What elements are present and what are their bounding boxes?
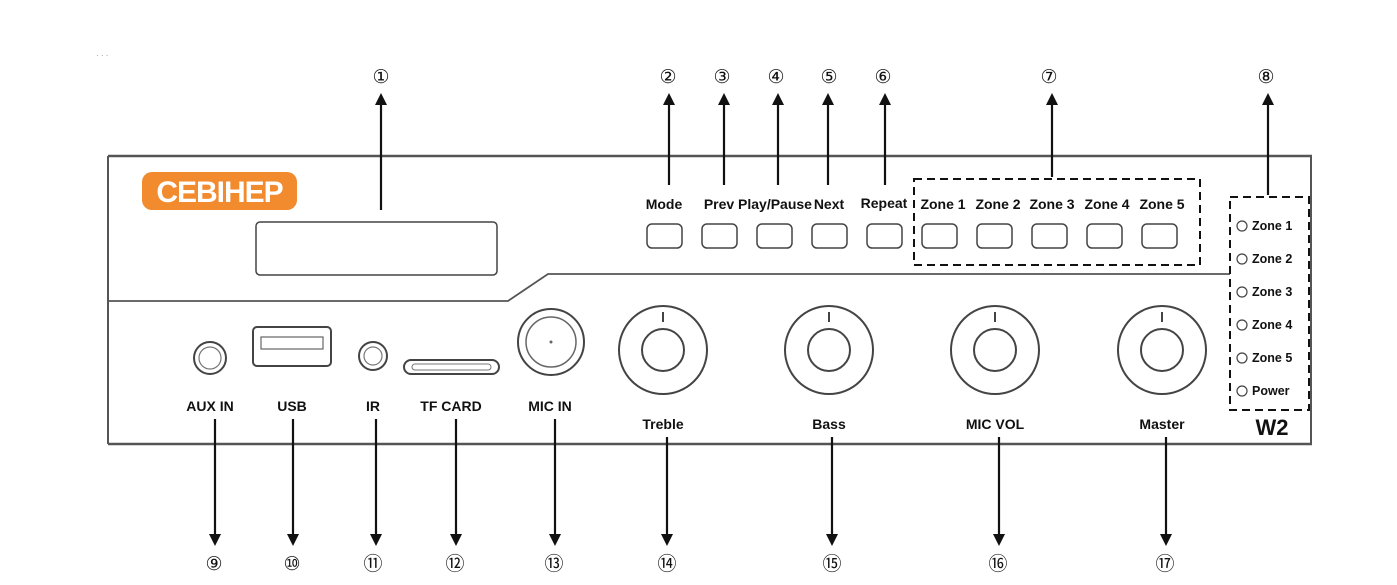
callout-11: ⑪ (363, 553, 382, 575)
prev-button[interactable] (701, 223, 738, 249)
zone-2-led (1236, 253, 1248, 265)
callout-5: ⑤ (820, 66, 837, 88)
zone-1-label: Zone 1 (920, 196, 965, 212)
zone-2-label: Zone 2 (975, 196, 1020, 212)
zone-1-led (1236, 220, 1248, 232)
mic-in-label: MIC IN (528, 398, 572, 414)
play-pause-button[interactable] (756, 223, 793, 249)
repeat-label: Repeat (861, 195, 908, 211)
aux-in-port[interactable] (193, 341, 227, 375)
repeat-button[interactable] (866, 223, 903, 249)
tf-card-slot[interactable] (403, 359, 500, 375)
zone-2-button[interactable] (976, 223, 1013, 249)
callout-4: ④ (767, 66, 784, 88)
callout-6: ⑥ (874, 66, 891, 88)
zone-1-led-label: Zone 1 (1252, 219, 1292, 233)
zone-3-led (1236, 286, 1248, 298)
callout-16: ⑯ (988, 553, 1007, 575)
zone-3-button[interactable] (1031, 223, 1068, 249)
callout-9: ⑨ (205, 553, 222, 575)
prev-label: Prev (704, 196, 735, 212)
mode-button[interactable] (646, 223, 683, 249)
next-button[interactable] (811, 223, 848, 249)
callout-3: ③ (713, 66, 730, 88)
treble-label: Treble (642, 416, 683, 432)
zone-4-led-label: Zone 4 (1252, 318, 1292, 332)
device-body (107, 154, 1312, 446)
display-window (255, 221, 498, 276)
callout-1: ① (372, 66, 389, 88)
zone-3-led-label: Zone 3 (1252, 285, 1292, 299)
zone-4-button[interactable] (1086, 223, 1123, 249)
bass-knob[interactable] (784, 305, 874, 395)
zone-4-label: Zone 4 (1084, 196, 1129, 212)
callout-17: ⑰ (1155, 553, 1174, 575)
model-label: W2 (1256, 415, 1289, 440)
zone-2-led-label: Zone 2 (1252, 252, 1292, 266)
zone-3-label: Zone 3 (1029, 196, 1074, 212)
zone-4-led (1236, 319, 1248, 331)
master-knob[interactable] (1117, 305, 1207, 395)
zone-5-led-label: Zone 5 (1252, 351, 1292, 365)
next-label: Next (814, 196, 845, 212)
play-pause-label: Play/Pause (738, 196, 812, 212)
power-led (1236, 385, 1248, 397)
callout-12: ⑫ (445, 553, 464, 575)
zone-1-button[interactable] (921, 223, 958, 249)
callout-13: ⑬ (544, 553, 563, 575)
power-led-label: Power (1252, 384, 1290, 398)
callout-2: ② (659, 66, 676, 88)
treble-knob[interactable] (618, 305, 708, 395)
master-label: Master (1139, 416, 1185, 432)
logo-badge (142, 172, 297, 210)
zone-5-button[interactable] (1141, 223, 1178, 249)
tf-card-label: TF CARD (420, 398, 481, 414)
callout-15: ⑮ (822, 553, 841, 575)
callout-8: ⑧ (1257, 66, 1274, 88)
callout-7: ⑦ (1040, 66, 1057, 88)
usb-label: USB (277, 398, 307, 414)
callout-14: ⑭ (657, 553, 676, 575)
mic-vol-knob[interactable] (950, 305, 1040, 395)
indicator-group (1229, 196, 1310, 411)
aux-in-label: AUX IN (186, 398, 233, 414)
bass-label: Bass (812, 416, 846, 432)
zone-5-led (1236, 352, 1248, 364)
usb-port[interactable] (252, 326, 332, 367)
ir-sensor (358, 341, 388, 371)
mic-in-jack[interactable] (517, 308, 585, 376)
zone-5-label: Zone 5 (1139, 196, 1184, 212)
brand-logo: CEBIHEP (142, 172, 297, 210)
mic-vol-label: MIC VOL (966, 416, 1025, 432)
mode-label: Mode (646, 196, 683, 212)
callout-10: ⑩ (283, 553, 300, 575)
svg-text:· · ·: · · · (96, 51, 108, 60)
logo-text: CEBIHEP (156, 176, 282, 209)
zone-buttons-group (913, 178, 1201, 266)
ir-label: IR (366, 398, 380, 414)
